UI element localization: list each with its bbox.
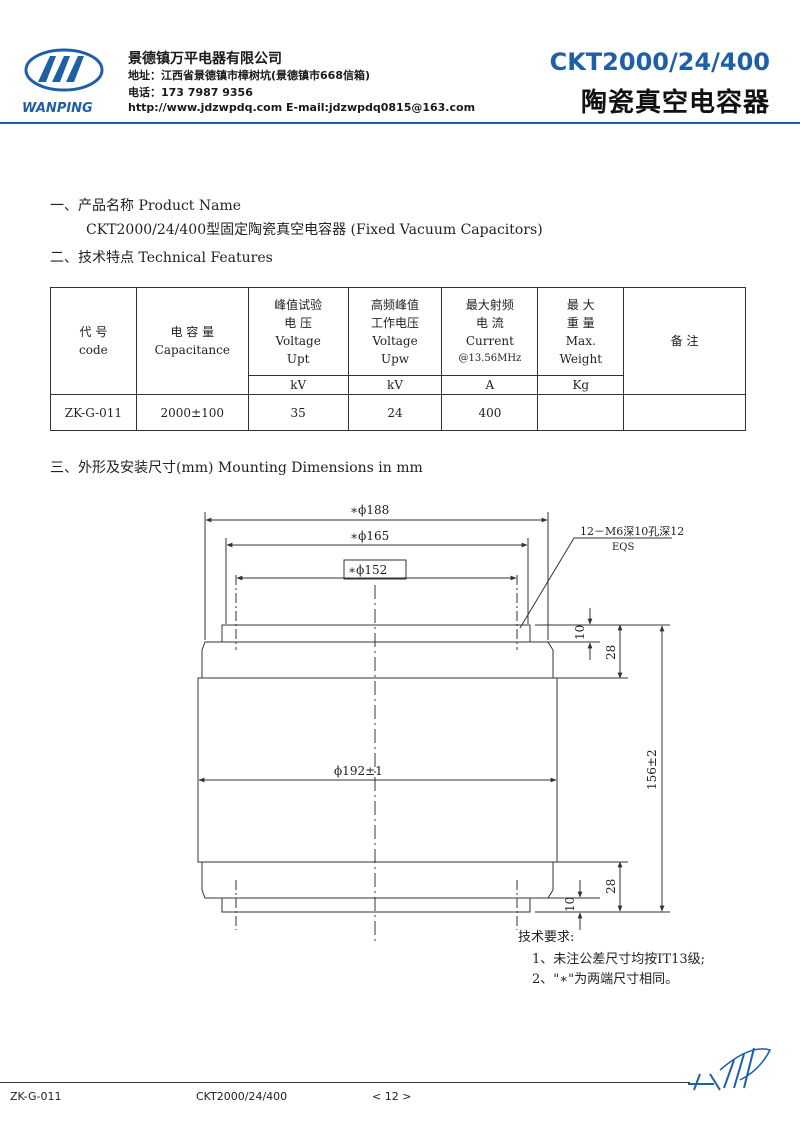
cell-weight [537,394,625,431]
ceramic-body [197,677,558,863]
unit-upt: kV [247,375,349,395]
eqs-label: EQS [612,542,634,553]
dim-165-label: ∗ϕ165 [350,529,389,543]
requirement-1: 1、未注公差尺寸均按IT13级; [532,952,705,967]
header-divider [0,122,800,124]
cell-upt: 35 [247,394,349,431]
requirement-2: 2、"∗"为两端尺寸相同。 [532,972,679,987]
bottom-shoulder [201,862,554,899]
company-logo: WANPING [22,48,104,116]
company-web-email: http://www.jdzwpdq.com E-mail:jdzwpdq081… [128,101,476,114]
header-weight: 最 大重 量 Max.Weight [537,287,625,376]
section-2-title: 二、技术特点 Technical Features [50,250,273,266]
bottom-flange [221,897,531,913]
cell-capacitance: 2000±100 [135,394,249,431]
dim-188-label: ∗ϕ188 [350,503,389,517]
footer-logo [688,1047,772,1091]
top-shoulder [201,641,554,679]
dim-10-bottom-label: 10 [563,897,577,912]
footer-code: ZK-G-011 [10,1090,62,1103]
page-number: < 12 > [372,1090,412,1103]
top-flange [221,624,531,643]
unit-upw: kV [347,375,443,395]
company-name: 景德镇万平电器有限公司 [128,51,282,67]
unit-weight: Kg [537,375,625,395]
hole-note-label: 12－M6深10孔深12 [580,525,684,538]
footer-divider [0,1082,690,1083]
cell-upw: 24 [347,394,443,431]
mounting-drawing: ∗ϕ188 ∗ϕ165 ∗ϕ152 12－M6深10孔深12 EQS ϕ192±… [197,503,684,945]
cell-remarks [623,394,746,431]
cell-code: ZK-G-011 [50,394,137,431]
dim-28-top-label: 28 [604,645,618,660]
dim-28-bottom-label: 28 [604,879,618,894]
dim-156-label: 156±2 [645,749,659,790]
section-1-description: CKT2000/24/400型固定陶瓷真空电容器 (Fixed Vacuum C… [86,222,543,238]
dim-192-label: ϕ192±1 [334,764,383,778]
requirements-title: 技术要求: [518,930,575,945]
unit-current: A [441,375,539,395]
section-1-title: 一、产品名称 Product Name [50,198,242,214]
company-phone: 电话：173 7987 9356 [128,86,253,99]
company-address: 地址：江西省景德镇市樟树坑(景德镇市668信箱) [128,69,371,82]
product-title-cn: 陶瓷真空电容器 [580,88,770,118]
table-row: ZK-G-011 2000±100 35 24 400 [50,394,746,431]
section-3-title: 三、外形及安装尺寸(mm) Mounting Dimensions in mm [50,460,423,476]
header-current: 最大射频电 流 Current@13.56MHz [441,287,539,376]
dim-152-label: ∗ϕ152 [348,563,387,577]
model-title: CKT2000/24/400 [549,48,770,76]
dim-10-top-label: 10 [573,625,587,640]
logo-wordmark: WANPING [22,101,93,116]
header-remarks: 备 注 [623,287,746,395]
cell-current: 400 [441,394,539,431]
footer-model: CKT2000/24/400 [196,1090,288,1103]
hole-leader [519,537,672,629]
